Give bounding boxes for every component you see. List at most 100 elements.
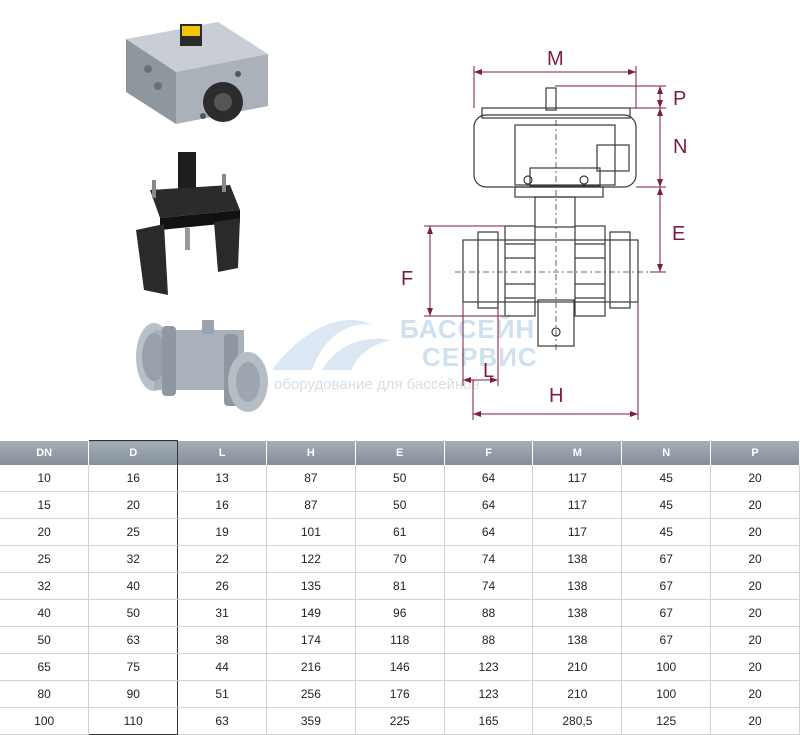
table-cell-e: 81 (355, 572, 445, 600)
table-cell-n: 45 (621, 491, 712, 519)
column-header-n: N (621, 440, 712, 465)
actuator-image (126, 22, 268, 124)
table-cell-h: 135 (266, 572, 356, 600)
table-cell-d: 75 (88, 653, 179, 681)
column-header-e: E (355, 440, 445, 465)
table-cell-dn: 15 (0, 491, 90, 519)
table-cell-h: 101 (266, 518, 356, 546)
table-cell-p: 20 (710, 707, 800, 735)
column-header-m: M (532, 440, 623, 465)
table-cell-d: 63 (88, 626, 179, 654)
table-cell-d: 25 (88, 518, 179, 546)
table-cell-l: 16 (177, 491, 267, 519)
table-cell-m: 138 (532, 599, 623, 627)
column-header-l: L (177, 440, 267, 465)
dimension-label-p: P (673, 88, 687, 110)
table-cell-p: 20 (710, 653, 800, 681)
ball-valve-image (136, 320, 268, 412)
table-cell-p: 20 (710, 572, 800, 600)
table-cell-n: 67 (621, 572, 712, 600)
column-header-f: F (444, 440, 534, 465)
watermark-line-2: СЕРВИС (422, 342, 538, 372)
table-cell-m: 210 (532, 680, 623, 708)
table-cell-l: 38 (177, 626, 267, 654)
table-cell-f: 74 (444, 545, 534, 573)
dimension-label-e: E (672, 223, 686, 245)
table-cell-e: 176 (355, 680, 445, 708)
table-header-row: DN D L H E F M N P (0, 440, 800, 465)
table-cell-dn: 25 (0, 545, 90, 573)
table-cell-e: 146 (355, 653, 445, 681)
table-cell-f: 64 (444, 518, 534, 546)
table-cell-n: 100 (621, 680, 712, 708)
table-cell-dn: 65 (0, 653, 90, 681)
watermark-wave-logo (272, 320, 392, 370)
table-cell-f: 88 (444, 599, 534, 627)
mounting-bracket-image (136, 152, 240, 295)
table-cell-n: 100 (621, 653, 712, 681)
table-cell-m: 117 (532, 465, 623, 492)
table-cell-m: 117 (532, 491, 623, 519)
table-cell-l: 19 (177, 518, 267, 546)
table-cell-l: 31 (177, 599, 267, 627)
dimension-label-l: L (483, 360, 495, 382)
table-cell-p: 20 (710, 518, 800, 546)
table-cell-d: 32 (88, 545, 179, 573)
table-cell-f: 88 (444, 626, 534, 654)
table-cell-p: 20 (710, 599, 800, 627)
table-cell-h: 122 (266, 545, 356, 573)
table-cell-m: 280,5 (532, 707, 623, 735)
table-cell-h: 87 (266, 491, 356, 519)
table-cell-d: 40 (88, 572, 179, 600)
table-cell-e: 70 (355, 545, 445, 573)
table-cell-dn: 50 (0, 626, 90, 654)
table-cell-e: 50 (355, 491, 445, 519)
table-cell-p: 20 (710, 545, 800, 573)
table-cell-n: 125 (621, 707, 712, 735)
table-cell-f: 64 (444, 465, 534, 492)
table-cell-dn: 10 (0, 465, 90, 492)
table-cell-p: 20 (710, 465, 800, 492)
table-cell-e: 225 (355, 707, 445, 735)
table-cell-l: 63 (177, 707, 267, 735)
table-cell-dn: 20 (0, 518, 90, 546)
table-cell-f: 64 (444, 491, 534, 519)
dimension-label-n: N (673, 136, 688, 158)
table-cell-d: 16 (88, 465, 179, 492)
table-cell-dn: 100 (0, 707, 90, 735)
table-cell-e: 118 (355, 626, 445, 654)
table-cell-p: 20 (710, 626, 800, 654)
column-header-p: P (710, 440, 800, 465)
table-cell-l: 51 (177, 680, 267, 708)
table-cell-n: 67 (621, 626, 712, 654)
table-cell-e: 96 (355, 599, 445, 627)
watermark: БАССЕЙН СЕРВИС оборудование для бассейно… (262, 310, 562, 405)
table-cell-l: 44 (177, 653, 267, 681)
table-cell-m: 138 (532, 545, 623, 573)
table-cell-h: 256 (266, 680, 356, 708)
table-cell-h: 87 (266, 465, 356, 492)
table-cell-n: 67 (621, 545, 712, 573)
table-cell-d: 110 (88, 707, 179, 735)
watermark-line-3: оборудование для бассейнов (274, 376, 480, 393)
table-cell-e: 61 (355, 518, 445, 546)
table-cell-m: 138 (532, 626, 623, 654)
table-cell-e: 50 (355, 465, 445, 492)
table-cell-p: 20 (710, 680, 800, 708)
table-cell-l: 26 (177, 572, 267, 600)
table-cell-d: 50 (88, 599, 179, 627)
column-header-h: H (266, 440, 356, 465)
table-cell-f: 74 (444, 572, 534, 600)
table-cell-h: 216 (266, 653, 356, 681)
table-cell-dn: 80 (0, 680, 90, 708)
